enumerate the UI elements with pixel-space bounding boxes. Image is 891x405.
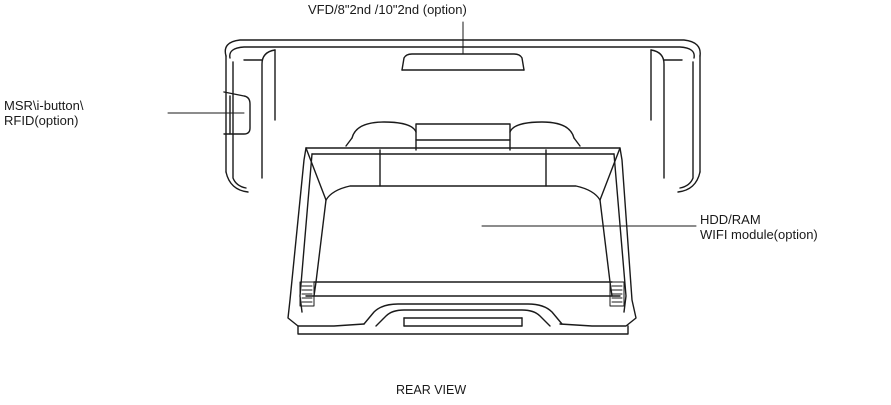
msr-label-line2: RFID(option) [4, 113, 79, 128]
msr-label-line1: MSR\i-button\ [4, 98, 84, 113]
view-caption-text: REAR VIEW [396, 383, 467, 397]
msr-label: MSR\i-button\ RFID(option) [4, 98, 83, 128]
hinge [345, 121, 581, 151]
vfd-label-text: VFD/8"2nd /10"2nd (option) [308, 2, 467, 17]
hdd-label-line2: WIFI module(option) [700, 227, 818, 242]
hdd-label-line1: HDD/RAM [700, 212, 761, 227]
view-caption: REAR VIEW [396, 383, 466, 398]
base-foot [297, 303, 629, 335]
vfd-slot [401, 21, 525, 71]
right-vent [609, 281, 625, 307]
left-vent [299, 281, 315, 307]
stand-body [287, 147, 697, 327]
hdd-label: HDD/RAM WIFI module(option) [700, 212, 818, 242]
msr-module [167, 91, 251, 135]
vfd-label: VFD/8"2nd /10"2nd (option) [308, 2, 467, 17]
display-housing [224, 39, 701, 193]
